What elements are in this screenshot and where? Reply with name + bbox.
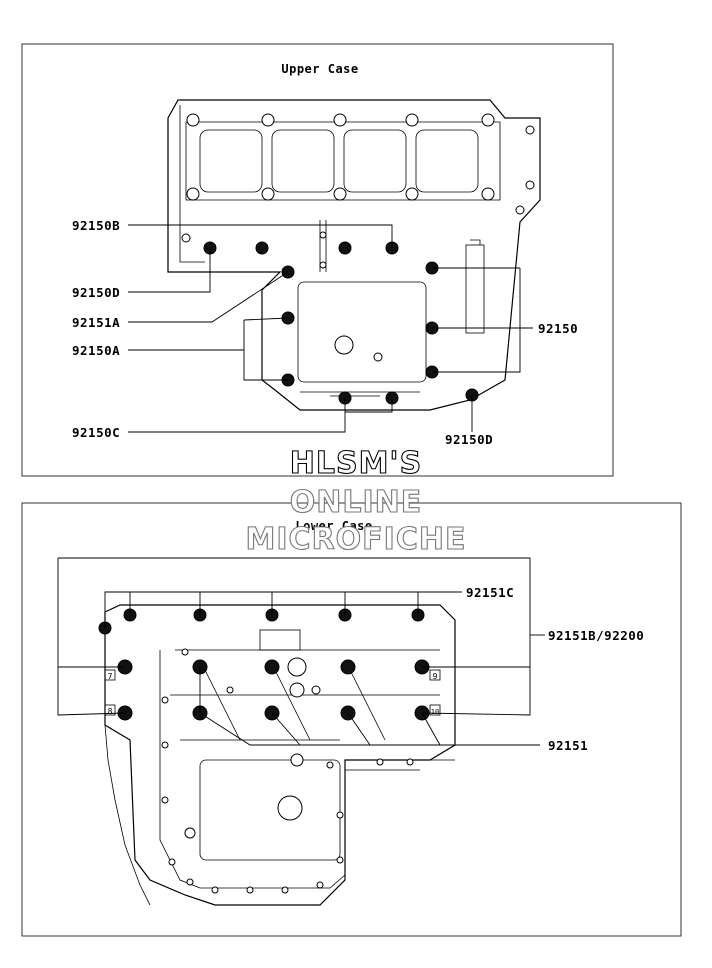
upper-panel-frame [21, 43, 614, 477]
lower-perimeter-holes [161, 648, 414, 894]
lower-case-title: Lower Case [295, 519, 372, 533]
upper-bore-bosses [186, 113, 535, 215]
upper-leader-lines [128, 224, 533, 433]
lower-leader-lines [57, 557, 545, 746]
callout-92151C: 92151C [466, 585, 514, 600]
watermark-line-3: MICROFICHE [246, 522, 467, 557]
plate-number-9: 9 [433, 672, 438, 681]
upper-crankcase-drawing [167, 99, 541, 411]
callout-92150B: 92150B [72, 218, 120, 233]
upper-case-panel: Upper Case [21, 43, 614, 477]
lower-case-panel: Lower Case [21, 502, 682, 937]
lower-crankcase-drawing: 7 8 9 10 [104, 604, 456, 906]
watermark-line-2: ONLINE [290, 485, 423, 520]
callout-92151B-92200: 92151B/92200 [548, 628, 644, 643]
watermark: HLSM'S ONLINE MICROFICHE [245, 445, 467, 557]
callout-92151A: 92151A [72, 315, 120, 330]
callout-92150: 92150 [538, 321, 578, 336]
watermark-line-1: HLSM'S [290, 446, 422, 481]
callout-92150A: 92150A [72, 343, 120, 358]
callout-92151: 92151 [548, 738, 588, 753]
callout-92150D-left: 92150D [72, 285, 120, 300]
callout-92150C: 92150C [72, 425, 120, 440]
plate-number-7: 7 [108, 672, 113, 681]
plate-number-10: 10 [431, 708, 439, 716]
callout-92150D-right: 92150D [445, 432, 493, 447]
lower-panel-frame [21, 502, 682, 937]
lower-callout-bolts [98, 608, 430, 721]
upper-case-title: Upper Case [281, 62, 358, 76]
plate-number-8: 8 [108, 707, 113, 716]
